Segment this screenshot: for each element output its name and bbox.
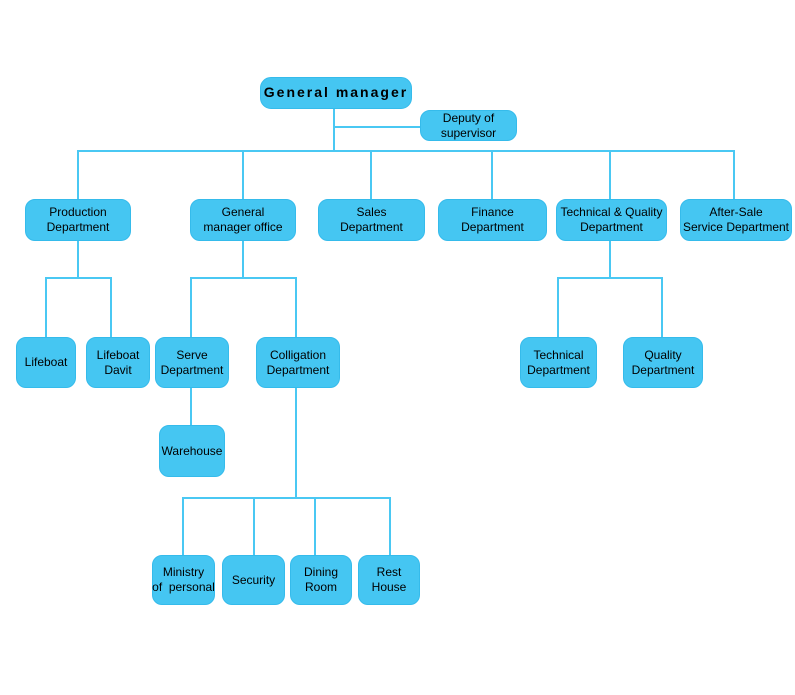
connector-line xyxy=(242,151,244,199)
connector-line xyxy=(190,388,192,425)
node-label: After-Sale Service Department xyxy=(682,205,790,234)
node-security: Security xyxy=(222,555,285,605)
node-colligation-department: Colligation Department xyxy=(256,337,340,388)
node-after-sale-service-department: After-Sale Service Department xyxy=(680,199,792,241)
connector-line xyxy=(609,241,611,278)
node-technical-quality-department: Technical & Quality Department xyxy=(556,199,667,241)
node-label: Sales Department xyxy=(340,205,403,234)
connector-line xyxy=(242,241,244,278)
node-quality-department: Quality Department xyxy=(623,337,703,388)
connector-line xyxy=(557,277,663,279)
node-label: Finance Department xyxy=(461,205,524,234)
connector-line xyxy=(77,241,79,278)
connector-line xyxy=(333,109,335,152)
node-label: Quality Department xyxy=(631,347,695,377)
connector-line xyxy=(190,277,192,337)
node-label: Dining Room xyxy=(303,565,339,594)
node-label: Security xyxy=(231,572,276,587)
connector-line xyxy=(77,150,735,152)
connector-line xyxy=(182,497,391,499)
node-ministry-of-personal: Ministry of personal xyxy=(152,555,215,605)
connector-line xyxy=(370,151,372,199)
connector-line xyxy=(110,277,112,337)
node-label: General manager xyxy=(263,84,409,101)
connector-line xyxy=(661,277,663,337)
connector-line xyxy=(389,497,391,555)
connector-line xyxy=(491,151,493,199)
connector-line xyxy=(314,497,316,555)
node-label: Technical Department xyxy=(527,347,590,377)
node-dining-room: Dining Room xyxy=(290,555,352,605)
node-label: Deputy of supervisor xyxy=(440,110,497,140)
node-sales-department: Sales Department xyxy=(318,199,425,241)
node-serve-department: Serve Department xyxy=(155,337,229,388)
node-deputy-of-supervisor: Deputy of supervisor xyxy=(420,110,517,141)
node-label: Technical & Quality Department xyxy=(560,205,663,234)
node-general-manager-office: General manager office xyxy=(190,199,296,241)
node-label: General manager office xyxy=(203,205,283,234)
connector-line xyxy=(45,277,112,279)
connector-line xyxy=(253,497,255,555)
node-label: Lifeboat Davit xyxy=(96,347,140,377)
connector-line xyxy=(77,151,79,199)
node-production-department: Production Department xyxy=(25,199,131,241)
connector-line xyxy=(190,277,297,279)
node-label: Warehouse xyxy=(161,443,223,458)
node-label: Rest House xyxy=(371,565,407,594)
node-label: Colligation Department xyxy=(266,347,330,377)
node-finance-department: Finance Department xyxy=(438,199,547,241)
connector-line xyxy=(182,497,184,555)
node-lifeboat-davit: Lifeboat Davit xyxy=(86,337,150,388)
connector-line xyxy=(733,151,735,199)
connector-line xyxy=(295,388,297,498)
node-label: Ministry of personal xyxy=(152,565,215,594)
node-label: Serve Department xyxy=(160,347,224,377)
node-general-manager: General manager xyxy=(260,77,412,109)
connector-line xyxy=(45,277,47,337)
node-label: Production Department xyxy=(46,205,110,234)
node-label: Lifeboat xyxy=(24,355,68,370)
node-technical-department: Technical Department xyxy=(520,337,597,388)
node-warehouse: Warehouse xyxy=(159,425,225,477)
connector-line xyxy=(557,277,559,337)
connector-line xyxy=(295,277,297,337)
connector-line xyxy=(333,126,421,128)
connector-line xyxy=(609,151,611,199)
node-rest-house: Rest House xyxy=(358,555,420,605)
node-lifeboat: Lifeboat xyxy=(16,337,76,388)
